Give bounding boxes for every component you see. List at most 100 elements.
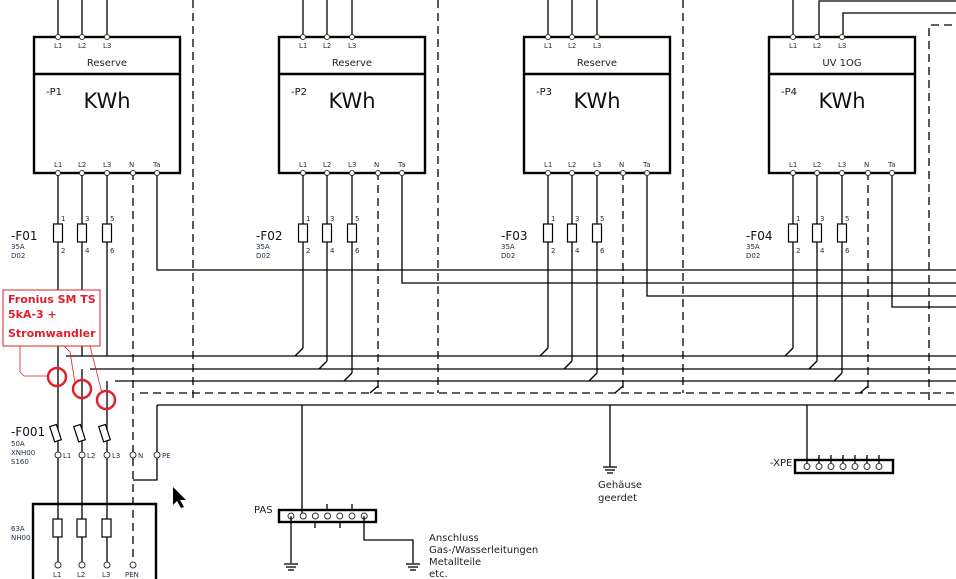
- pas-note-4: etc.: [429, 569, 448, 579]
- meter-top-pin: L3: [103, 42, 111, 50]
- annotation-line-1: Fronius SM TS: [8, 293, 96, 306]
- meter-top-pin: L1: [789, 42, 797, 50]
- xpe-label: -XPE: [770, 458, 792, 469]
- fuse-pin-bottom: 2: [306, 247, 310, 255]
- meter-top-pin: L3: [838, 42, 846, 50]
- meter-title: Reserve: [332, 58, 372, 69]
- fuse-id: -F03: [501, 229, 528, 243]
- meter-top-pin: L3: [348, 42, 356, 50]
- meter-id: -P2: [291, 87, 307, 98]
- meter-kwh-label: KWh: [328, 89, 375, 113]
- ta-line-p1: [156, 172, 956, 271]
- fuse-pin-top: 1: [306, 215, 310, 223]
- main-fuse-rating: 50A: [11, 440, 25, 448]
- neutral-verticals: [132, 0, 869, 565]
- current-transformer-annotation: Fronius SM TS 5kA-3 + Stromwandler: [2, 289, 117, 411]
- meter-bottom-pin: Ta: [887, 161, 895, 169]
- ta-line-p4: [891, 172, 956, 308]
- incoming-terminal-l1: L1: [53, 571, 61, 579]
- housing-note-1: Gehäuse: [598, 480, 642, 491]
- fuse-rating: 35A: [256, 243, 270, 251]
- fuse-pin-bottom: 6: [845, 247, 850, 255]
- pas-note-3: Metallteile: [429, 557, 481, 568]
- fuse-pin-top: 3: [575, 215, 579, 223]
- meter-bottom-pin: Ta: [642, 161, 650, 169]
- ground-icon: [603, 466, 617, 474]
- fuse-pin-top: 5: [600, 215, 604, 223]
- meter-bottom-pin: N: [619, 161, 624, 169]
- meter-kwh-label: KWh: [573, 89, 620, 113]
- xpe-group: -XPE: [770, 405, 895, 475]
- fuse-symbol-f001-l1: [48, 423, 63, 443]
- f001-terminal-n: N: [138, 452, 143, 460]
- feed-p4-l3: [842, 12, 956, 37]
- meter-bottom-pin: N: [864, 161, 869, 169]
- pas-group: PAS Anschluss Gas-/Wasserleitungen Metal…: [254, 405, 538, 579]
- ta-line-p2: [401, 172, 956, 284]
- meter-id: -P1: [46, 87, 62, 98]
- meter-bottom-pin: L2: [813, 161, 821, 169]
- meter-top-pin: L1: [54, 42, 62, 50]
- fuse-rating: 35A: [501, 243, 515, 251]
- fuse-pin-bottom: 2: [796, 247, 800, 255]
- meter-kwh-label: KWh: [818, 89, 865, 113]
- meter-top-pin: L2: [78, 42, 86, 50]
- fuse-pin-bottom: 4: [85, 247, 90, 255]
- fuse-pin-bottom: 6: [355, 247, 360, 255]
- meter-top-pin: L1: [544, 42, 552, 50]
- meter-bottom-pin: L3: [103, 161, 111, 169]
- meter-title: Reserve: [577, 58, 617, 69]
- busbars: [66, 0, 956, 481]
- f001-terminal-l1: L1: [63, 452, 71, 460]
- meter-bottom-pin: L1: [544, 161, 552, 169]
- meter-id: -P4: [781, 87, 797, 98]
- bus-pe-drop: [133, 405, 158, 481]
- meter-bottom-pin: L2: [568, 161, 576, 169]
- fuse-id: -F04: [746, 229, 773, 243]
- mouse-cursor-icon: [173, 487, 186, 508]
- pas-note-1: Anschluss: [429, 533, 479, 544]
- incoming-type: NH00: [11, 534, 30, 542]
- f001-terminal-l2: L2: [87, 452, 95, 460]
- meter-top-pin: L2: [568, 42, 576, 50]
- fuse-type: D02: [11, 252, 25, 260]
- fuse-rating: 35A: [746, 243, 760, 251]
- fuse-pin-top: 5: [110, 215, 114, 223]
- fuse-pin-top: 1: [796, 215, 800, 223]
- main-fuse-size: S160: [11, 458, 29, 466]
- meter-id: -P3: [536, 87, 552, 98]
- ground-icon: [284, 563, 298, 571]
- meter-bottom-pin: L1: [54, 161, 62, 169]
- meter-kwh-label: KWh: [83, 89, 130, 113]
- fuse-pin-bottom: 6: [110, 247, 115, 255]
- fuse-symbol-f001-l3: [97, 423, 112, 443]
- meter-bottom-pin: Ta: [397, 161, 405, 169]
- f001-terminal-pe: PE: [162, 452, 171, 460]
- fuse-pin-top: 5: [355, 215, 359, 223]
- meter-bottom-pin: L1: [789, 161, 797, 169]
- fuse-pin-top: 3: [330, 215, 334, 223]
- meter-bottom-pin: L3: [593, 161, 601, 169]
- ground-icon: [406, 563, 420, 571]
- ct-ring-l1: [46, 366, 68, 388]
- meter-top-pin: L1: [299, 42, 307, 50]
- fuse-pin-bottom: 4: [330, 247, 335, 255]
- annotation-line-2: 5kA-3 +: [8, 308, 57, 321]
- fuse-pin-bottom: 4: [820, 247, 825, 255]
- pas-note-2: Gas-/Wasserleitungen: [429, 545, 538, 556]
- incoming-terminal-l2: L2: [77, 571, 85, 579]
- meter-title: UV 1OG: [822, 58, 861, 69]
- main-fuse-type: XNH00: [11, 449, 35, 457]
- fuse-type: D02: [256, 252, 270, 260]
- meter-title: Reserve: [87, 58, 127, 69]
- feed-n-right: [928, 24, 956, 400]
- ct-ring-l2: [71, 378, 93, 400]
